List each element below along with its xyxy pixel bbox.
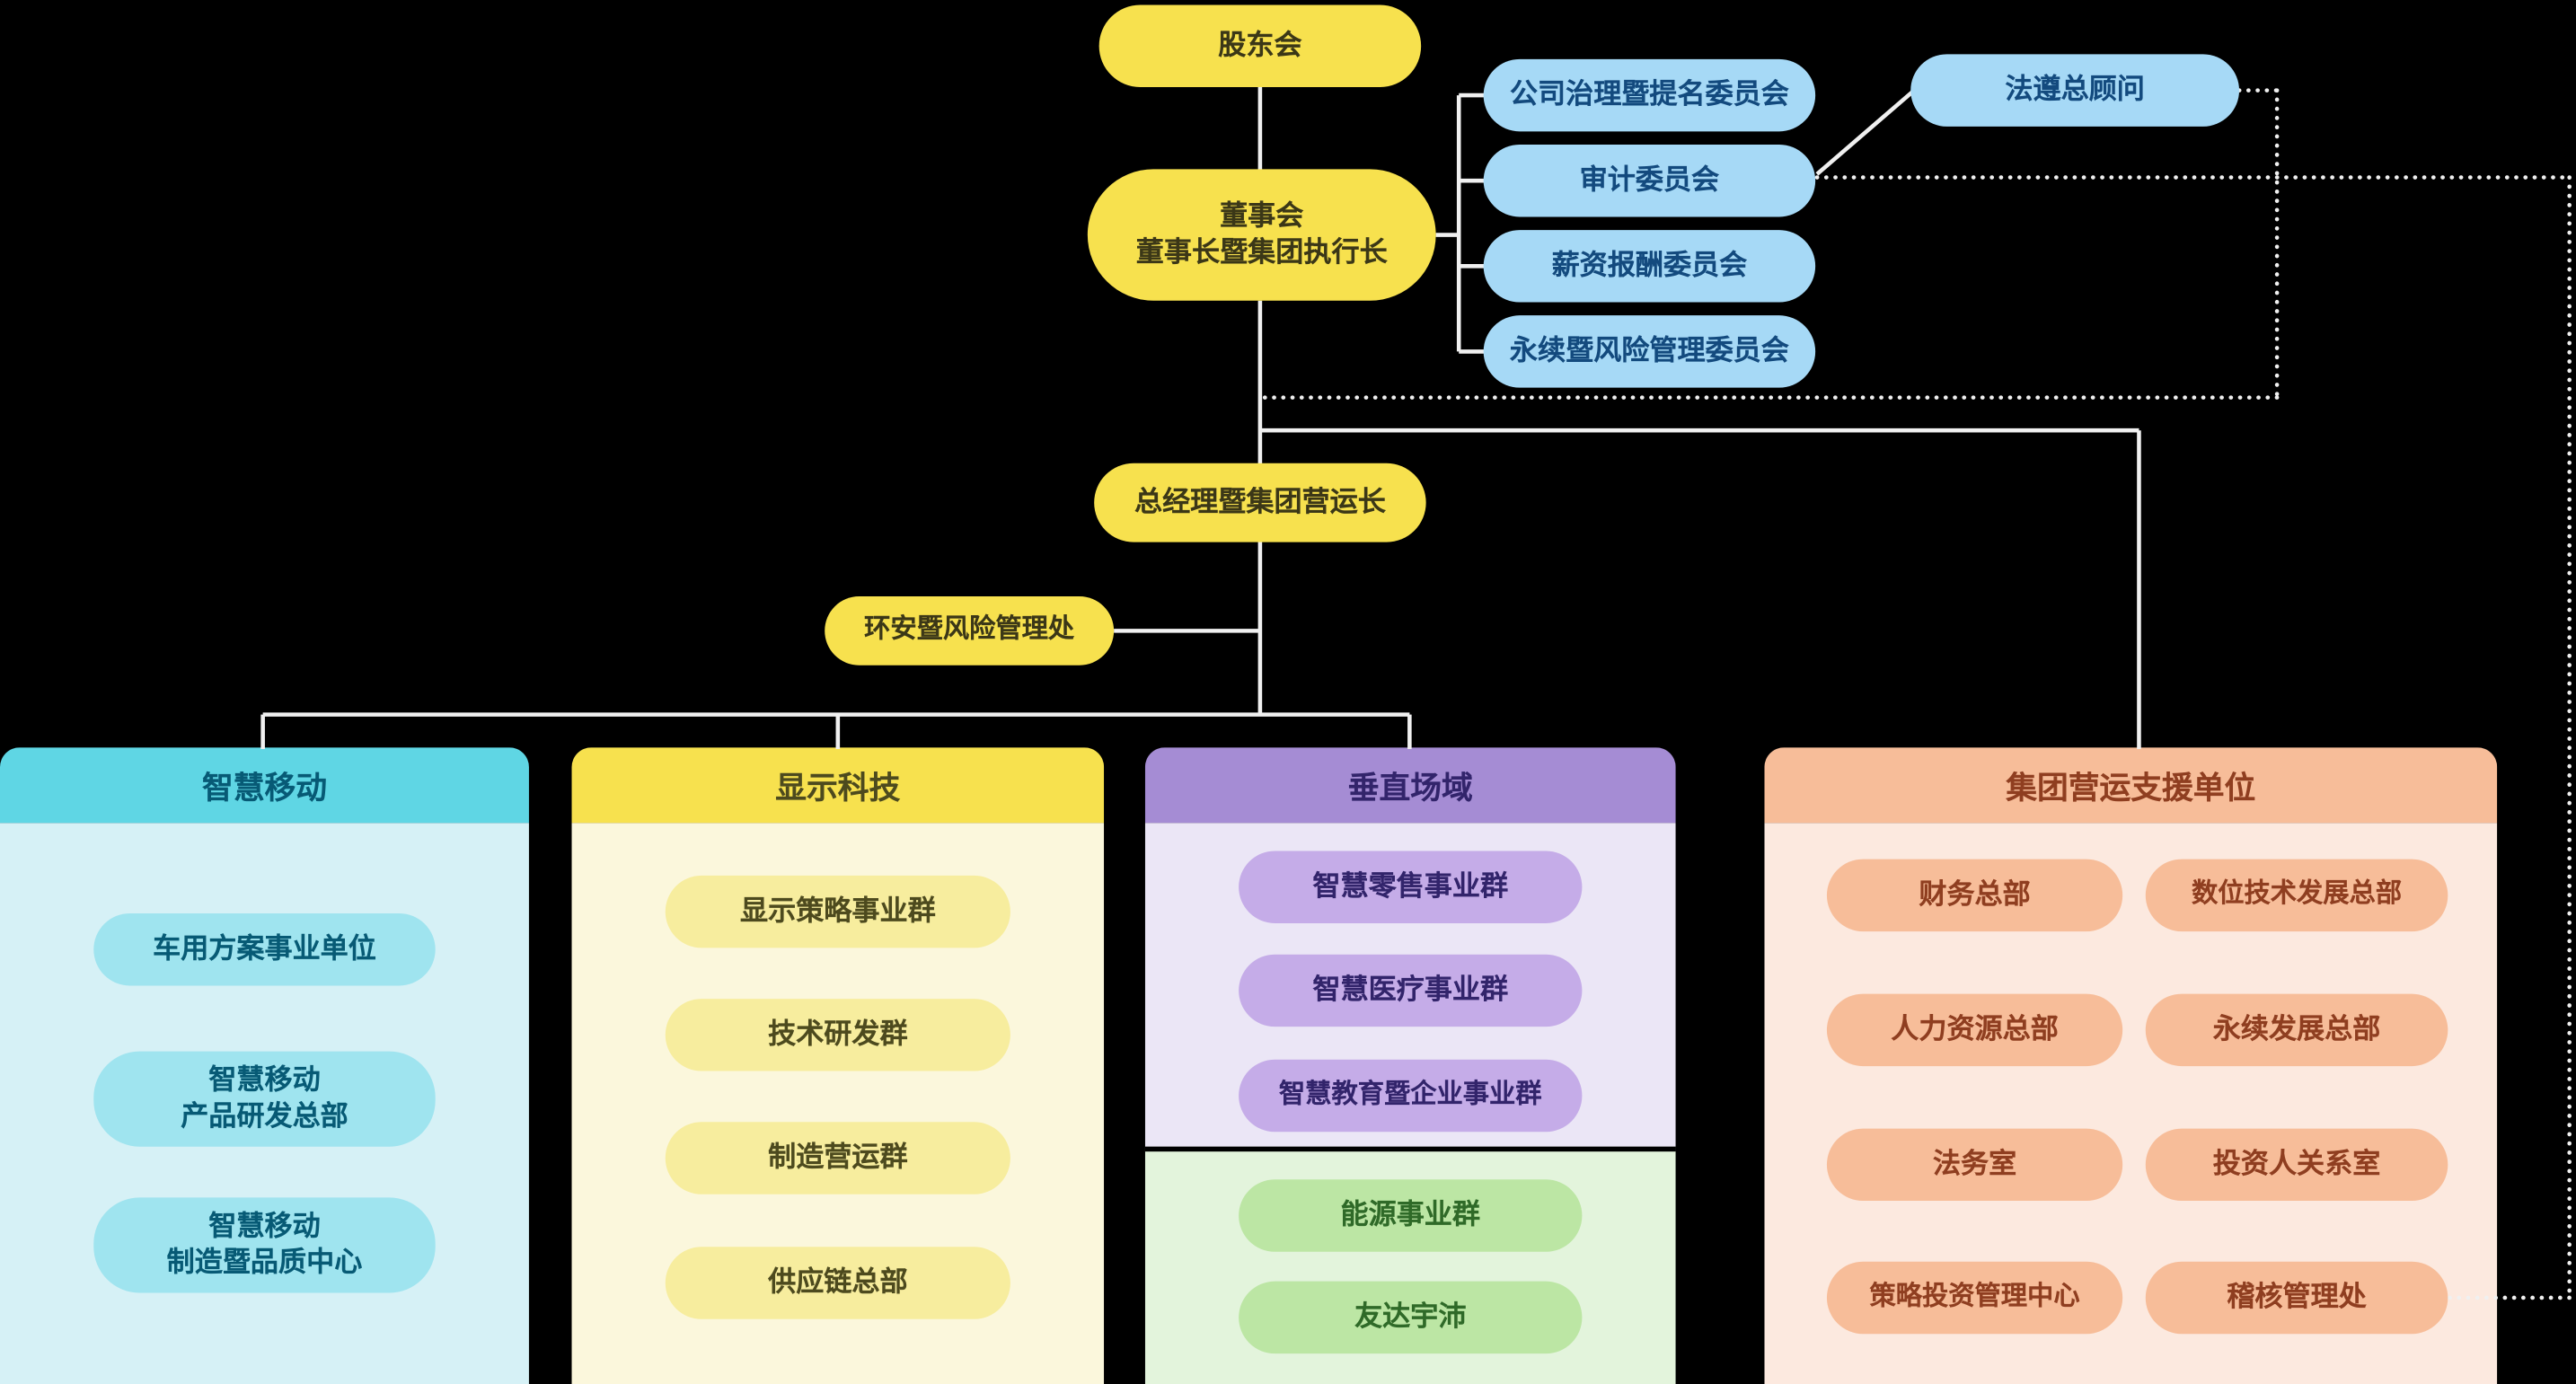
org-node-hr-hq: 人力资源总部	[1826, 993, 2123, 1067]
org-node-smart-healthcare-bg: 智慧医疗事业群	[1239, 954, 1583, 1027]
org-node-president: 总经理暨集团营运长	[1094, 463, 1426, 542]
org-node-finance-hq: 财务总部	[1826, 859, 2123, 932]
org-node-automotive-bu: 车用方案事业单位	[93, 912, 436, 986]
org-node-committee-sustainability: 永续暨风险管理委员会	[1483, 315, 1816, 388]
org-node-smart-education-enterprise-bg: 智慧教育暨企业事业群	[1239, 1059, 1583, 1133]
org-node-committee-compensation: 薪资报酬委员会	[1483, 230, 1816, 303]
org-node-esh-risk: 环安暨风险管理处	[825, 595, 1115, 666]
org-node-digital-tech-hq: 数位技术发展总部	[2145, 859, 2448, 932]
org-node-audit-office: 稽核管理处	[2145, 1261, 2448, 1335]
org-node-mobility-mfg-quality-center: 智慧移动 制造暨品质中心	[93, 1197, 436, 1293]
org-node-display-strategy-bg: 显示策略事业群	[665, 875, 1010, 948]
org-node-committee-audit: 审计委员会	[1483, 144, 1816, 217]
org-node-legal-office: 法务室	[1826, 1128, 2123, 1202]
org-node-investor-relations-office: 投资人关系室	[2145, 1128, 2448, 1202]
org-node-shareholders: 股东会	[1098, 4, 1422, 87]
column-display-tech-title: 显示科技	[571, 747, 1105, 824]
org-node-chief-compliance: 法遵总顾问	[1910, 54, 2240, 127]
column-vertical-fields-title: 垂直场域	[1144, 747, 1676, 824]
org-node-mfg-ops-group: 制造营运群	[665, 1122, 1010, 1194]
column-smart-mobility-title: 智慧移动	[0, 747, 529, 824]
org-node-auo-envirotech: 友达宇沛	[1239, 1281, 1583, 1354]
org-node-strategic-investment-center: 策略投资管理中心	[1826, 1261, 2123, 1335]
org-node-energy-bg: 能源事业群	[1239, 1179, 1583, 1252]
org-node-sustainability-hq: 永续发展总部	[2145, 993, 2448, 1067]
column-group-support-title: 集团营运支援单位	[1764, 747, 2498, 824]
org-node-mobility-rd-hq: 智慧移动 产品研发总部	[93, 1051, 436, 1147]
org-node-smart-retail-bg: 智慧零售事业群	[1239, 851, 1583, 923]
org-node-tech-rd-group: 技术研发群	[665, 999, 1010, 1071]
org-node-committee-governance: 公司治理暨提名委员会	[1483, 58, 1816, 132]
org-node-board: 董事会 董事长暨集团执行长	[1087, 169, 1436, 301]
org-node-supply-chain-hq: 供应链总部	[665, 1247, 1010, 1319]
